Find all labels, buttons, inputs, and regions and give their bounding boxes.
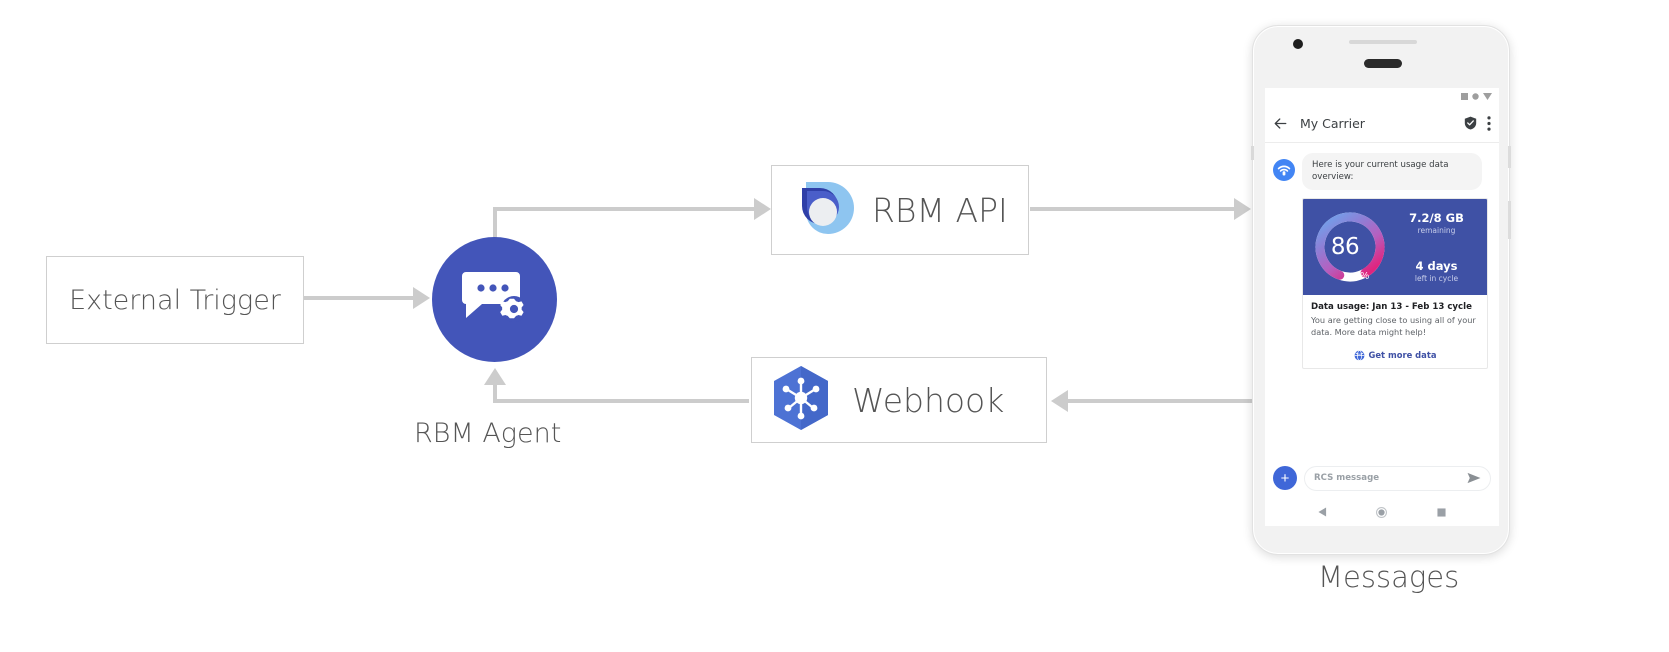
front-camera-icon (1293, 39, 1303, 49)
node-external-trigger[interactable]: External Trigger (46, 256, 304, 344)
gauge-unit: % (1360, 270, 1370, 282)
conversation-title: My Carrier (1300, 115, 1365, 131)
incoming-message-row: Here is your current usage data overview… (1273, 153, 1491, 190)
home-circle-icon[interactable] (1376, 506, 1388, 518)
back-triangle-icon[interactable] (1318, 507, 1327, 517)
phone-volume-button (1508, 146, 1511, 168)
card-action-get-more-data[interactable]: Get more data (1303, 343, 1487, 368)
rbm-agent-label: RBM Agent (414, 418, 562, 449)
card-title: Data usage: Jan 13 - Feb 13 cycle (1311, 301, 1472, 312)
phone-device: My Carrier (1251, 25, 1511, 555)
chat-gear-icon (461, 266, 528, 333)
webhook-hexagon-icon (768, 363, 834, 438)
wifi-dot-icon (1472, 88, 1479, 105)
webhook-label: Webhook (852, 380, 1005, 420)
arrow-api-to-phone (1234, 198, 1251, 220)
connector-agent-in-up (493, 385, 497, 401)
conversation-area: Here is your current usage data overview… (1265, 143, 1499, 473)
card-action-label: Get more data (1368, 350, 1437, 361)
card-hero-stats: 7.2/8 GB remaining 4 days left in cycle (1390, 199, 1487, 295)
card-hero: 86 % 7.2/8 GB remaining 4 days lef (1303, 198, 1487, 295)
phone-screen: My Carrier (1265, 88, 1499, 526)
speaker-icon (1364, 59, 1402, 68)
rcs-message-placeholder: RCS message (1314, 473, 1380, 483)
connector-trigger-to-agent (304, 296, 415, 300)
carrier-brand-icon (1273, 159, 1295, 181)
android-nav-bar (1265, 498, 1499, 526)
rcs-message-input[interactable]: RCS message (1304, 465, 1491, 491)
connector-api-to-phone (1030, 207, 1242, 211)
node-rbm-agent[interactable] (432, 237, 557, 362)
message-composer: + RCS message (1265, 458, 1499, 498)
stat-days-left: 4 days left in cycle (1414, 258, 1459, 283)
gauge-value-group: 86 % (1310, 207, 1390, 287)
stat-data-remaining: 7.2/8 GB remaining (1409, 210, 1464, 235)
verified-shield-icon[interactable] (1464, 116, 1477, 130)
connector-agent-up (493, 207, 497, 247)
incoming-message-text: Here is your current usage data overview… (1302, 153, 1482, 190)
globe-icon (1354, 349, 1365, 361)
recents-square-icon[interactable] (1437, 507, 1446, 517)
rbm-api-label: RBM API (872, 190, 1008, 230)
connector-webhook-to-agent (493, 399, 749, 403)
rbm-api-logo (786, 174, 854, 247)
more-vert-icon[interactable] (1487, 115, 1491, 131)
status-bar (1265, 88, 1499, 104)
node-webhook[interactable]: Webhook (751, 357, 1047, 443)
node-rbm-api[interactable]: RBM API (771, 165, 1029, 255)
card-description: You are getting close to using all of yo… (1311, 314, 1476, 337)
battery-icon (1483, 88, 1492, 105)
back-arrow-icon[interactable] (1273, 116, 1288, 131)
signal-icon (1461, 88, 1468, 105)
connector-agent-to-api (493, 207, 758, 211)
app-bar: My Carrier (1265, 104, 1499, 143)
messages-label: Messages (1318, 560, 1460, 594)
rich-card[interactable]: 86 % 7.2/8 GB remaining 4 days lef (1302, 197, 1488, 369)
arrow-agent-to-api (754, 198, 771, 220)
send-icon[interactable] (1467, 472, 1481, 484)
phone-power-button (1508, 201, 1511, 239)
plus-icon[interactable]: + (1273, 466, 1297, 490)
data-usage-gauge: 86 % (1310, 207, 1390, 287)
earpiece-icon (1349, 40, 1417, 44)
arrow-webhook-to-agent (484, 368, 506, 385)
phone-side-button-left (1251, 146, 1254, 160)
arrow-trigger-to-agent (413, 287, 430, 309)
arrow-phone-to-webhook (1051, 390, 1068, 412)
connector-phone-to-webhook (1068, 399, 1258, 403)
card-body: Data usage: Jan 13 - Feb 13 cycle You ar… (1303, 295, 1487, 343)
external-trigger-label: External Trigger (69, 284, 281, 316)
gauge-percent: 86 (1330, 233, 1360, 260)
